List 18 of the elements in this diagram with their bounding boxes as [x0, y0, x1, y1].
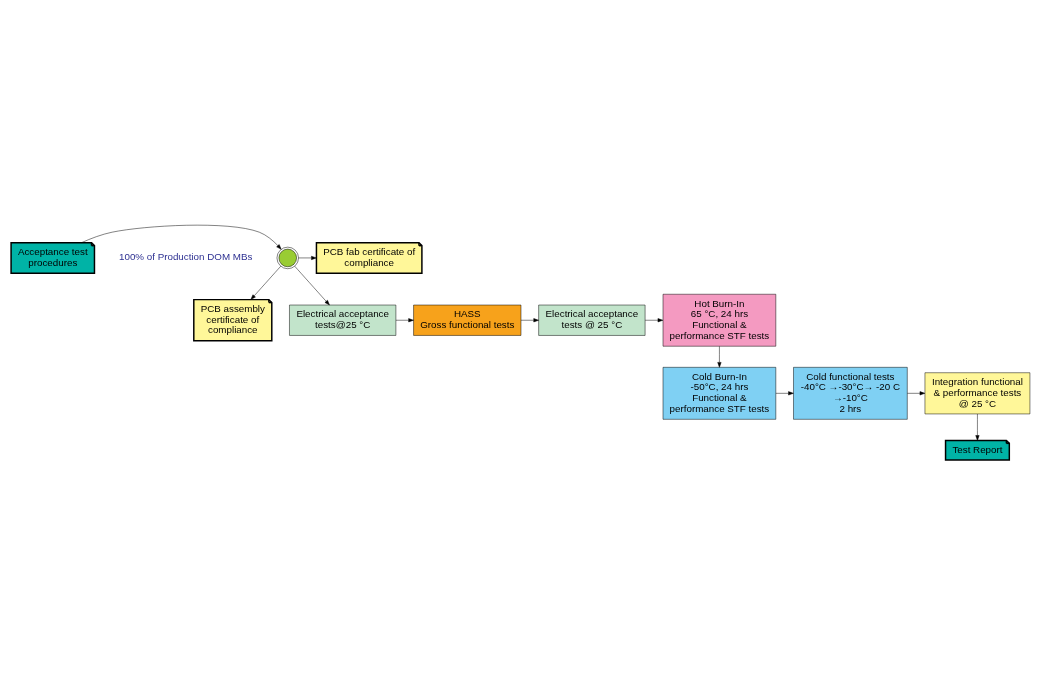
node-box: Hot Burn-In 65 °C, 24 hrs Functional & performance STF tests — [662, 294, 777, 347]
node-box: Cold functional tests -40°C →-30°C→ -20 C →-10°C 2 hrs — [793, 367, 908, 420]
arrow — [907, 391, 926, 396]
node-box: Electrical acceptance tests@25 °C — [289, 304, 397, 336]
node-box: Cold Burn-In -50°C, 24 hrs Functional & performance STF tests — [662, 367, 777, 420]
arrow — [644, 318, 664, 323]
arrow — [298, 255, 317, 260]
label: 100% of Production DOM MBs — [119, 251, 253, 263]
arrow — [520, 318, 539, 323]
arrow — [717, 346, 722, 368]
arrow — [395, 318, 414, 323]
arrow — [975, 413, 980, 441]
node-box: Integration functional & performance tests @ 25 °C — [924, 372, 1031, 415]
arrow — [250, 265, 282, 300]
arrow — [294, 265, 330, 306]
node-box: HASS Gross functional tests — [413, 304, 522, 336]
arrow — [775, 391, 794, 396]
node-box: Electrical acceptance tests @ 25 °C — [538, 304, 646, 336]
